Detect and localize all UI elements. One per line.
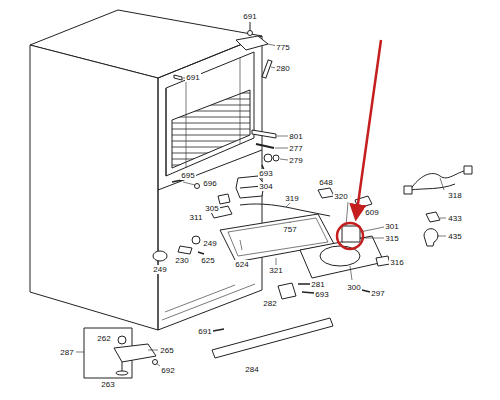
callout-number: 435: [447, 232, 462, 241]
bracket: [278, 283, 296, 299]
kickplate: [212, 318, 333, 358]
callout-number: 624: [234, 260, 249, 269]
freezer-back: [166, 52, 254, 176]
callout-number: 319: [284, 194, 299, 203]
callout-number: 693: [314, 290, 329, 299]
callout-number: 262: [96, 334, 111, 343]
callout-number: 281: [310, 280, 325, 289]
callout-number: 320: [333, 192, 348, 201]
callout-number: 691: [242, 12, 257, 21]
callout-number: 265: [159, 346, 174, 355]
callout-number: 321: [268, 266, 283, 275]
callout-number: 311: [189, 213, 204, 222]
callout-number: 695: [180, 171, 195, 180]
knob: [153, 251, 167, 261]
callout-number: 775: [275, 43, 290, 52]
socket-clip: [426, 212, 440, 222]
callout-number: 691: [185, 73, 200, 82]
callout-number: 284: [244, 365, 259, 374]
top-hinge: [236, 36, 268, 50]
hinge-bracket: [252, 130, 276, 138]
cabinet-side: [30, 45, 158, 330]
callout-number: 301: [384, 222, 399, 231]
callout-number: 648: [318, 178, 333, 187]
callout-number: 263: [100, 380, 115, 389]
callout-number: 691: [197, 327, 212, 336]
callout-number: 757: [282, 225, 297, 234]
callout-number: 249: [152, 265, 167, 274]
callout-number: 305: [204, 204, 219, 213]
freezer-shelf: [172, 90, 250, 168]
highlight-circle: [337, 223, 363, 249]
callout-number: 277: [288, 144, 303, 153]
callout-number: 433: [447, 214, 462, 223]
hinge-pin: [262, 60, 272, 78]
freezer-opening: [158, 36, 262, 190]
callout-number: 696: [202, 179, 217, 188]
callout-number: 693: [258, 169, 273, 178]
leveling-plate: [114, 344, 156, 362]
relay: [342, 226, 360, 242]
callout-number: 692: [160, 366, 175, 375]
callout-number: 609: [364, 208, 379, 217]
callout-number: 316: [389, 258, 404, 267]
callout-number: 315: [384, 234, 399, 243]
light-bulb: [424, 229, 438, 246]
648-part: [318, 188, 334, 198]
callout-number: 282: [262, 299, 277, 308]
callout-number: 318: [447, 191, 462, 200]
callout-number: 625: [200, 256, 215, 265]
callout-number: 230: [174, 256, 189, 265]
callout-number: 801: [288, 132, 303, 141]
callout-number: 297: [370, 289, 385, 298]
highlight-arrow: [356, 40, 381, 218]
callout-number: 300: [346, 283, 361, 292]
callout-number: 287: [59, 348, 74, 357]
callout-number: 304: [258, 182, 273, 191]
callout-number: 280: [275, 64, 290, 73]
callout-number: 249: [202, 239, 217, 248]
callout-number: 279: [288, 156, 303, 165]
